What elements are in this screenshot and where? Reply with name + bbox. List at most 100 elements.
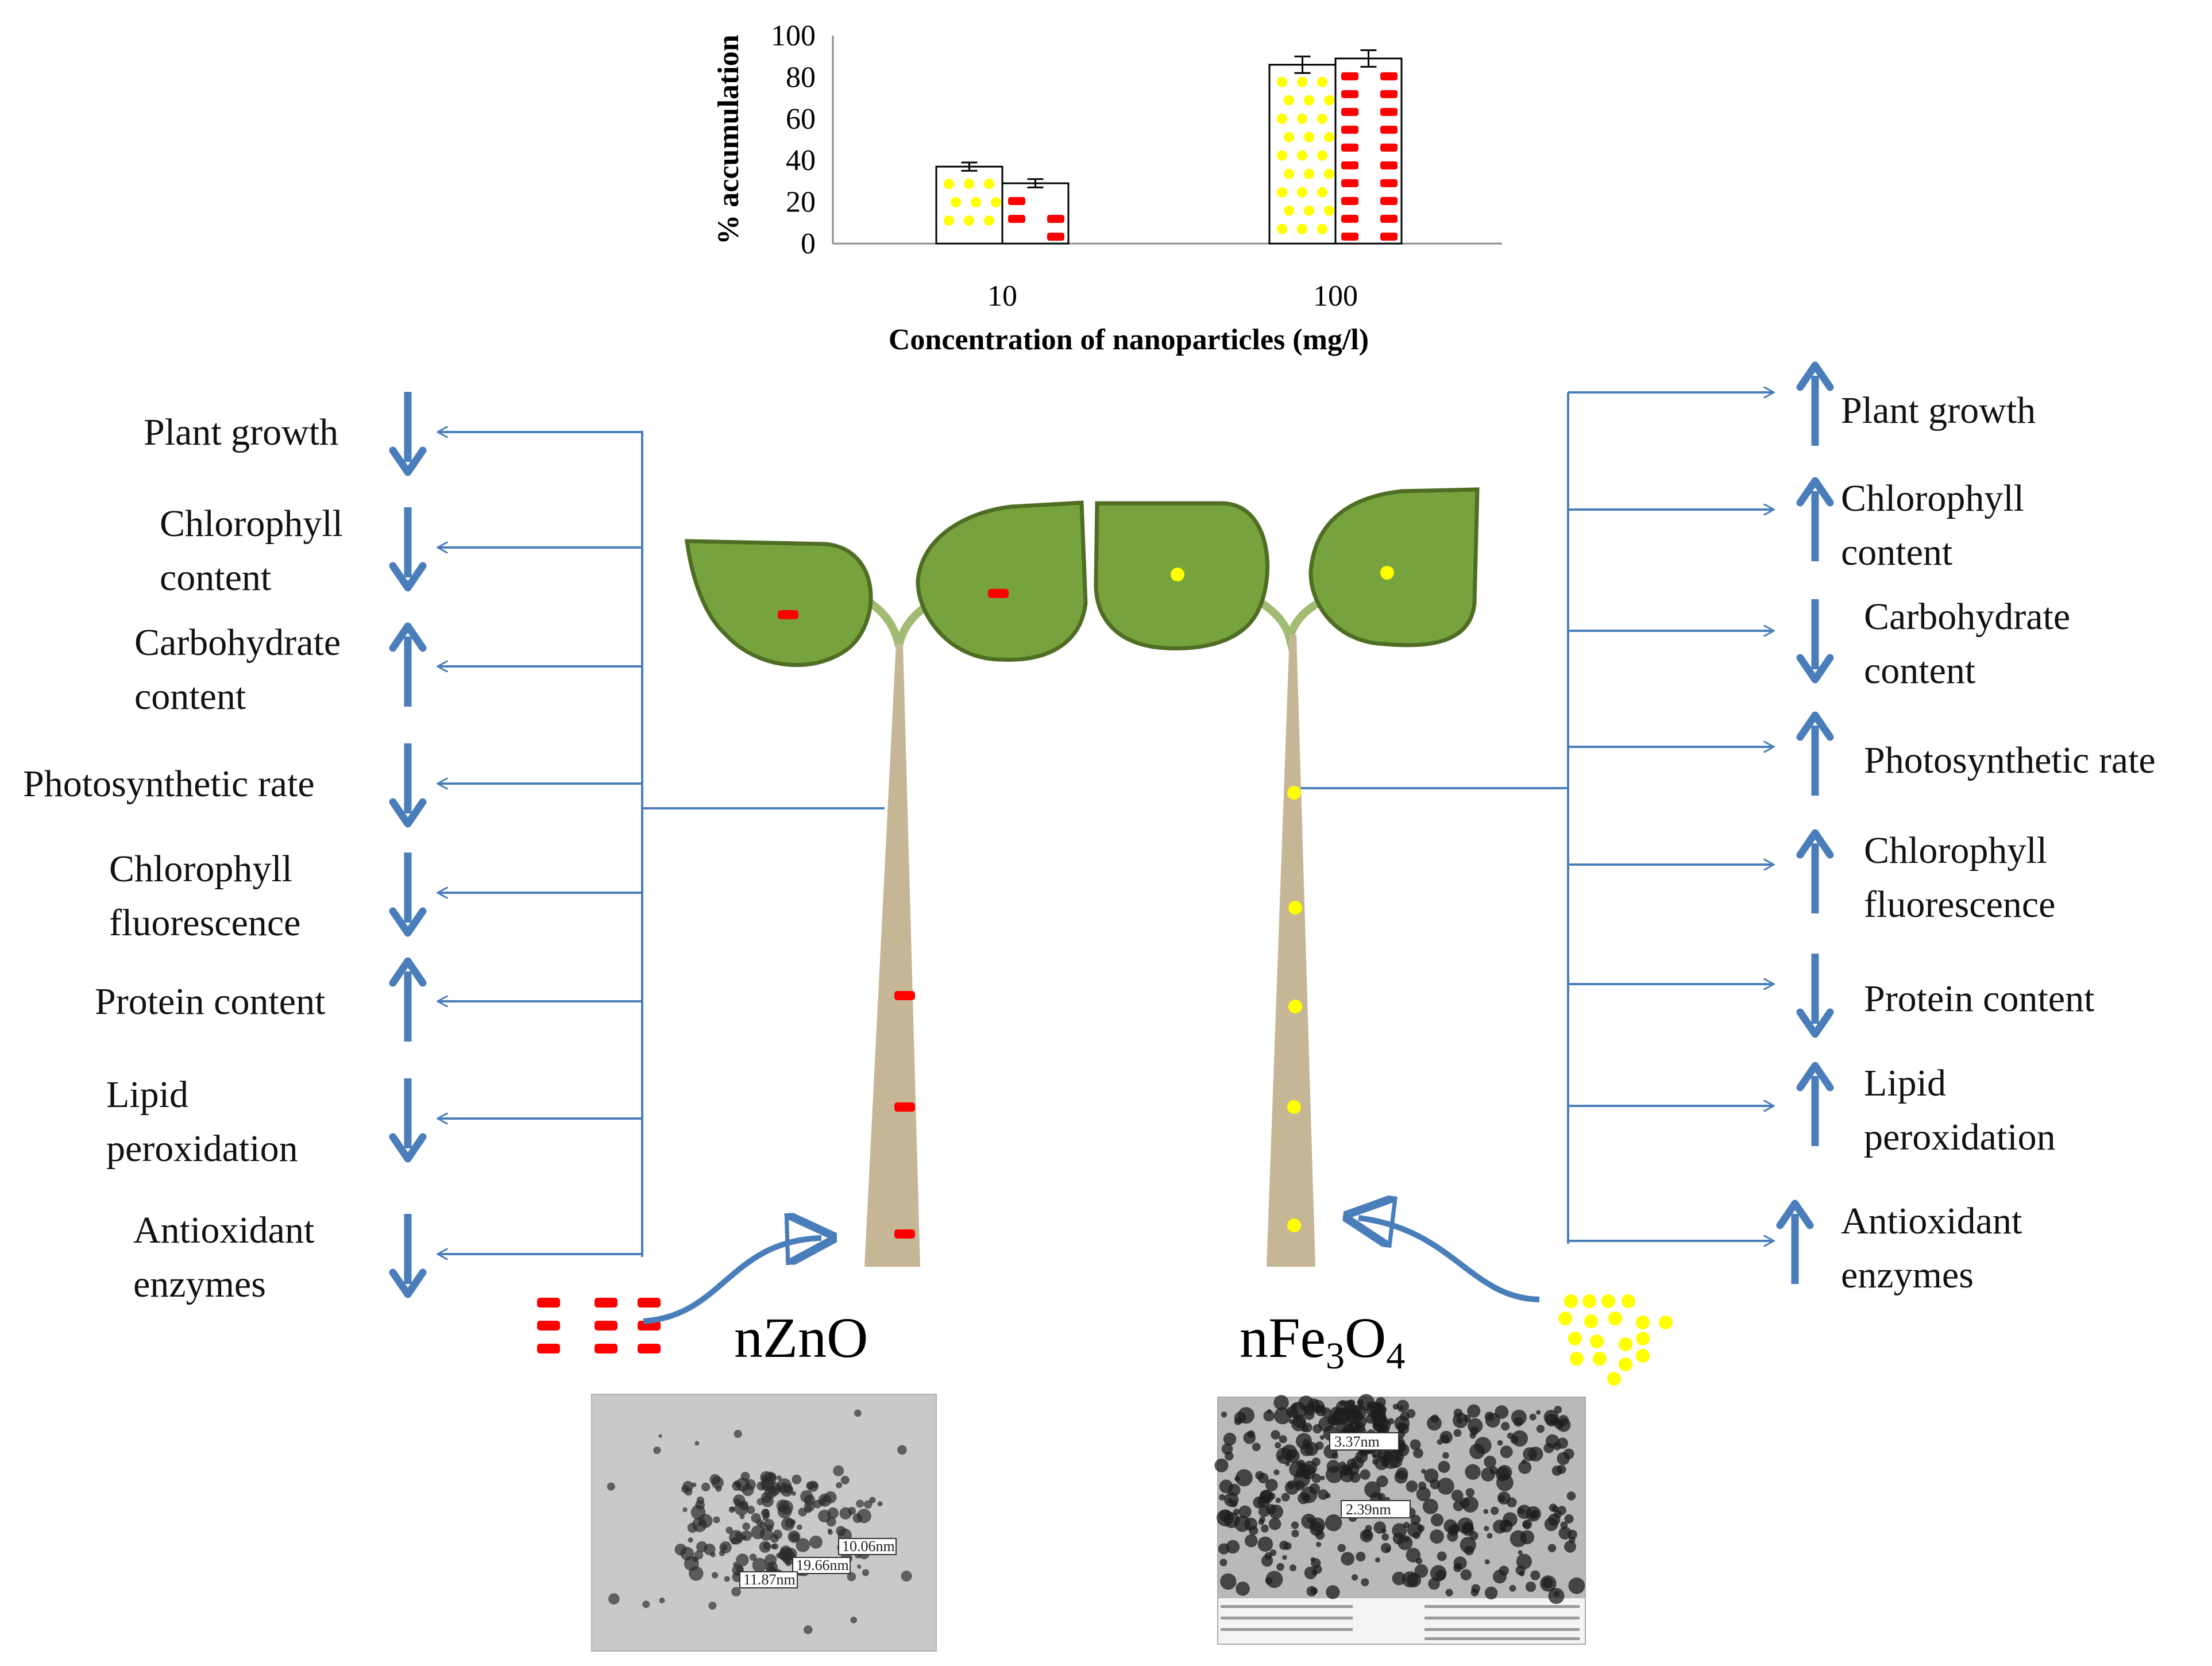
effect-label: Antioxidant: [1841, 1200, 2022, 1242]
y-tick-label: 100: [771, 20, 816, 52]
zno-particle: [778, 610, 798, 619]
effect-label: content: [134, 676, 246, 718]
right-effect-item: Lipid peroxidation: [1796, 1062, 2056, 1158]
fe3o4-uptake-arrow: [1358, 1218, 1540, 1302]
bar-pattern-dash: [1380, 125, 1398, 134]
bar-pattern-dash: [1341, 143, 1358, 152]
bar-pattern-dot: [1317, 76, 1327, 87]
bar-pattern-dot: [1304, 168, 1314, 179]
effect-label: enzymes: [1841, 1254, 1974, 1296]
fe3o4-particle: [1287, 786, 1301, 800]
tem-scale-label: 3.37nm: [1334, 1433, 1380, 1450]
bar-pattern-dash: [1380, 232, 1398, 241]
bar-pattern-dot: [964, 179, 974, 190]
effect-label: Carbohydrate: [134, 622, 341, 664]
bar-pattern-dot: [1297, 76, 1307, 87]
effect-label: Plant growth: [1841, 389, 2036, 431]
bar-pattern-dash: [1341, 179, 1358, 187]
arrow-up-icon: [389, 622, 427, 707]
effect-label: Chlorophyll: [109, 848, 292, 890]
bar-pattern-dash: [1008, 215, 1025, 223]
effect-label: peroxidation: [1864, 1116, 2056, 1158]
bar-pattern-dash: [1341, 125, 1358, 134]
left-effect-item: Photosynthetic rate: [23, 743, 427, 828]
left-connector-lines: [438, 431, 885, 1257]
bar-pattern-dash: [1341, 90, 1358, 98]
arrow-up-icon: [1796, 361, 1834, 446]
fe3o4-label: nFe3O4: [1240, 1306, 1405, 1377]
fe3o4-particle: [1171, 568, 1184, 581]
fe3o4-particle: [1287, 1218, 1301, 1232]
bar-pattern-dot: [1297, 223, 1307, 234]
effect-label: Chlorophyll: [1841, 477, 2024, 519]
arrow-down-icon: [389, 507, 427, 592]
tem-scale-label: 10.06nm: [842, 1538, 895, 1555]
tem-scale-label: 11.87nm: [743, 1571, 796, 1588]
effect-label: content: [1841, 531, 1952, 573]
bar-pattern-dot: [1317, 113, 1327, 124]
bar-pattern-dash: [1380, 196, 1398, 205]
y-tick-label: 40: [786, 144, 816, 177]
zno-particle: [894, 1102, 915, 1112]
arrow-up-icon: [1796, 711, 1834, 796]
left-effect-item: Protein content: [95, 957, 427, 1042]
zno-particle: [894, 991, 915, 1000]
bar-pattern-dot: [964, 215, 974, 226]
effect-label: Lipid: [106, 1074, 188, 1116]
y-tick-label: 80: [786, 61, 816, 94]
plant-right-stem: [1267, 635, 1315, 1267]
bar-pattern-dot: [1277, 150, 1287, 161]
x-tick-label: 100: [1313, 280, 1358, 313]
bar-pattern-dash: [1380, 107, 1398, 116]
bar-pattern-dash: [1341, 214, 1358, 223]
effect-label: content: [1864, 650, 1975, 692]
bar-pattern-dot: [1297, 113, 1307, 124]
effect-label: Protein content: [95, 981, 325, 1023]
bar-pattern-dot: [1284, 205, 1294, 216]
bar-pattern-dash: [1341, 196, 1358, 205]
effect-label: Chlorophyll: [160, 503, 343, 545]
bar-pattern-dash: [1047, 233, 1064, 241]
bar-pattern-dash: [1341, 161, 1358, 169]
right-effects-list: Plant growthChlorophyllcontentCarbohydra…: [1776, 361, 2156, 1296]
effect-label: Protein content: [1864, 978, 2094, 1020]
arrow-down-icon: [389, 1214, 427, 1298]
arrow-down-icon: [389, 743, 427, 828]
zno-particle: [894, 1229, 915, 1239]
bar-pattern-dot: [944, 179, 954, 190]
arrow-down-icon: [389, 392, 427, 476]
effect-label: Carbohydrate: [1864, 596, 2070, 638]
right-effect-item: Photosynthetic rate: [1796, 711, 2156, 796]
bar-pattern-dot: [1317, 187, 1327, 198]
plant-left-stem: [864, 643, 920, 1267]
effect-label: fluorescence: [1864, 884, 2055, 925]
effect-label: Lipid: [1864, 1062, 1946, 1104]
plant-left-leaf-1: [684, 539, 873, 667]
bar: [935, 161, 1003, 245]
zno-particle-cluster: [537, 1298, 661, 1353]
x-axis-label: Concentration of nanoparticles (mg/l): [889, 323, 1369, 356]
bar-pattern-dash: [1380, 90, 1398, 98]
right-connector-lines: [1292, 392, 1774, 1244]
left-effect-item: Plant growth: [144, 392, 427, 476]
bar-pattern-dot: [991, 197, 1001, 208]
bar: [1268, 55, 1337, 245]
bar-pattern-dot: [1304, 205, 1314, 216]
bar-pattern-dot: [1324, 168, 1334, 179]
zno-particle: [988, 589, 1009, 598]
bar-pattern-dot: [1317, 150, 1327, 161]
bar-pattern-dash: [1380, 72, 1398, 80]
bar-pattern-dash: [1380, 214, 1398, 223]
plant-left: [684, 500, 1088, 1267]
fe3o4-particle: [1380, 566, 1394, 580]
effect-label: Photosynthetic rate: [23, 763, 315, 805]
zno-uptake-arrow: [643, 1238, 821, 1324]
effect-label: content: [160, 557, 271, 599]
x-tick-label: 10: [987, 280, 1017, 313]
effect-label: enzymes: [133, 1263, 266, 1305]
